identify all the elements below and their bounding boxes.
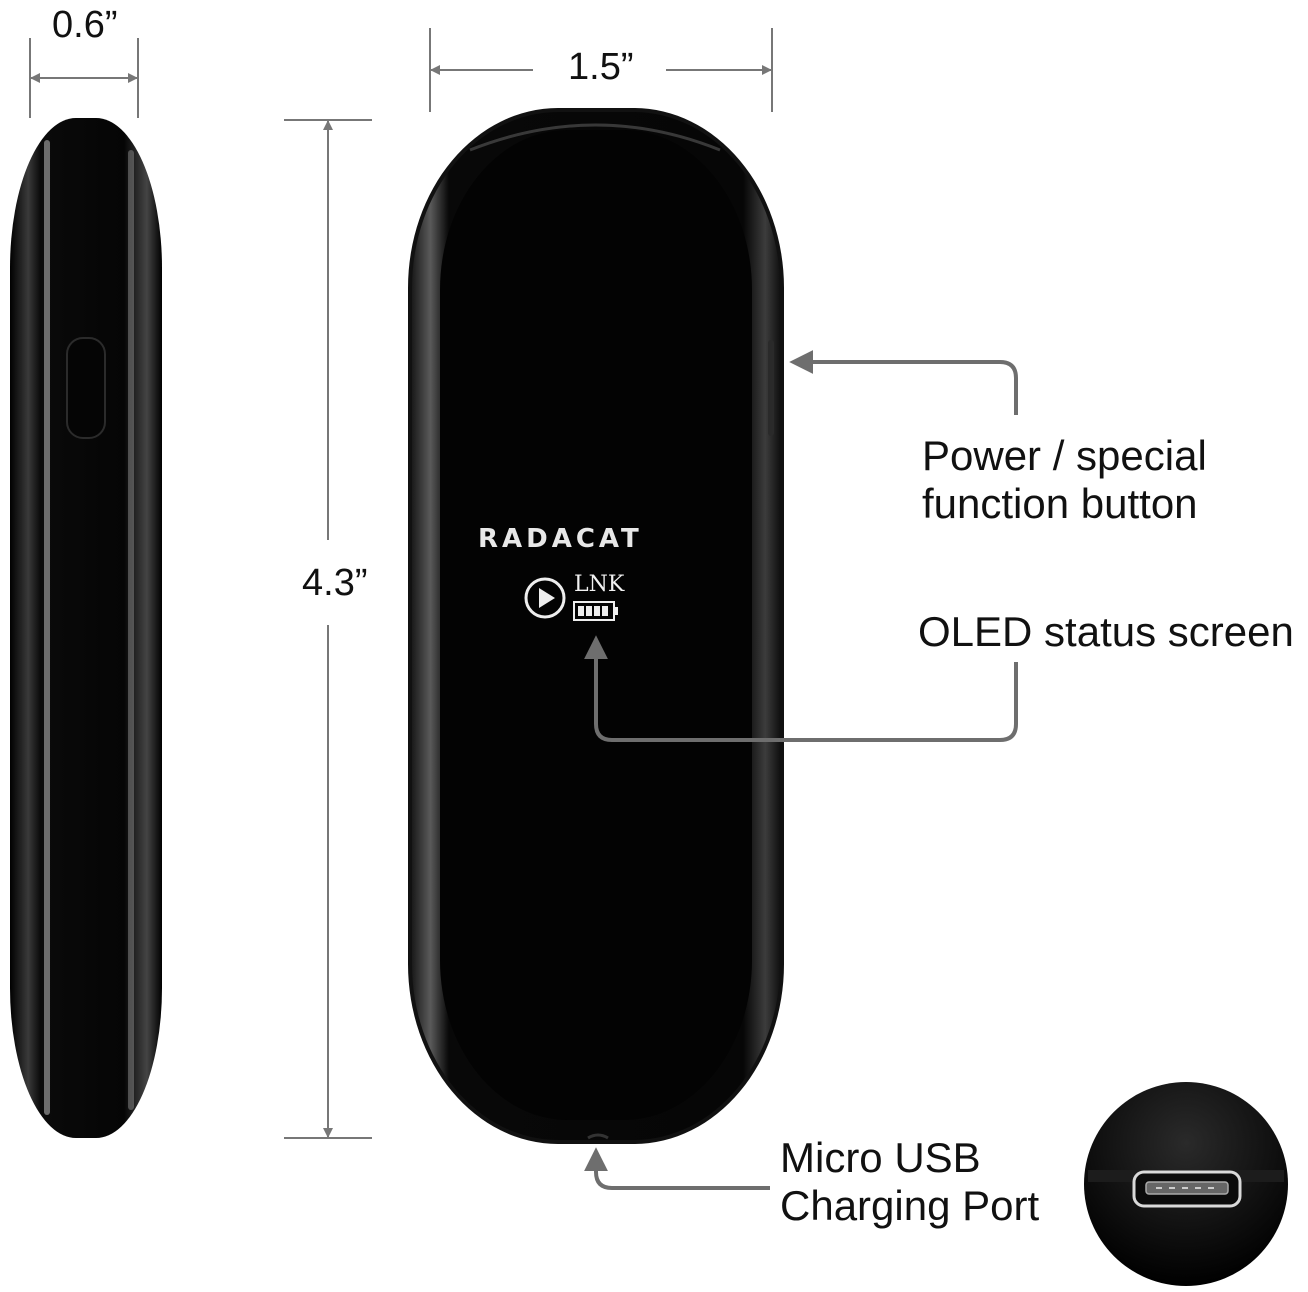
width-dimension bbox=[429, 28, 773, 112]
usb-port-callout: Micro USB Charging Port bbox=[780, 1134, 1039, 1231]
usb-port-inset bbox=[1084, 1082, 1288, 1286]
device-front-view bbox=[408, 108, 784, 1144]
usb-port-callout-line2: Charging Port bbox=[780, 1182, 1040, 1230]
power-button-callout: Power / special function button bbox=[922, 432, 1207, 529]
oled-screen-leader bbox=[584, 635, 1018, 742]
oled-status-text: LNK bbox=[574, 572, 625, 597]
power-button-callout-line1: Power / special bbox=[922, 432, 1207, 479]
power-button-callout-line2: function button bbox=[922, 480, 1198, 528]
oled-screen-callout: OLED status screen bbox=[918, 608, 1294, 655]
side-button bbox=[66, 337, 106, 439]
battery-icon bbox=[573, 601, 618, 621]
power-button bbox=[768, 340, 774, 436]
usb-slot bbox=[587, 1133, 609, 1140]
brand-logo: RADACAT bbox=[478, 524, 643, 554]
height-label: 4.3” bbox=[302, 562, 368, 604]
power-button-leader bbox=[789, 350, 1018, 415]
height-dimension bbox=[284, 119, 372, 1139]
oled-screen bbox=[524, 577, 618, 621]
thickness-label: 0.6” bbox=[52, 4, 118, 46]
usb-port-leader bbox=[584, 1147, 770, 1190]
usb-port-callout-line1: Micro USB bbox=[780, 1134, 981, 1181]
width-label: 1.5” bbox=[568, 46, 634, 88]
play-icon bbox=[524, 577, 566, 619]
thickness-dimension bbox=[29, 38, 139, 118]
device-side-view bbox=[10, 118, 162, 1138]
